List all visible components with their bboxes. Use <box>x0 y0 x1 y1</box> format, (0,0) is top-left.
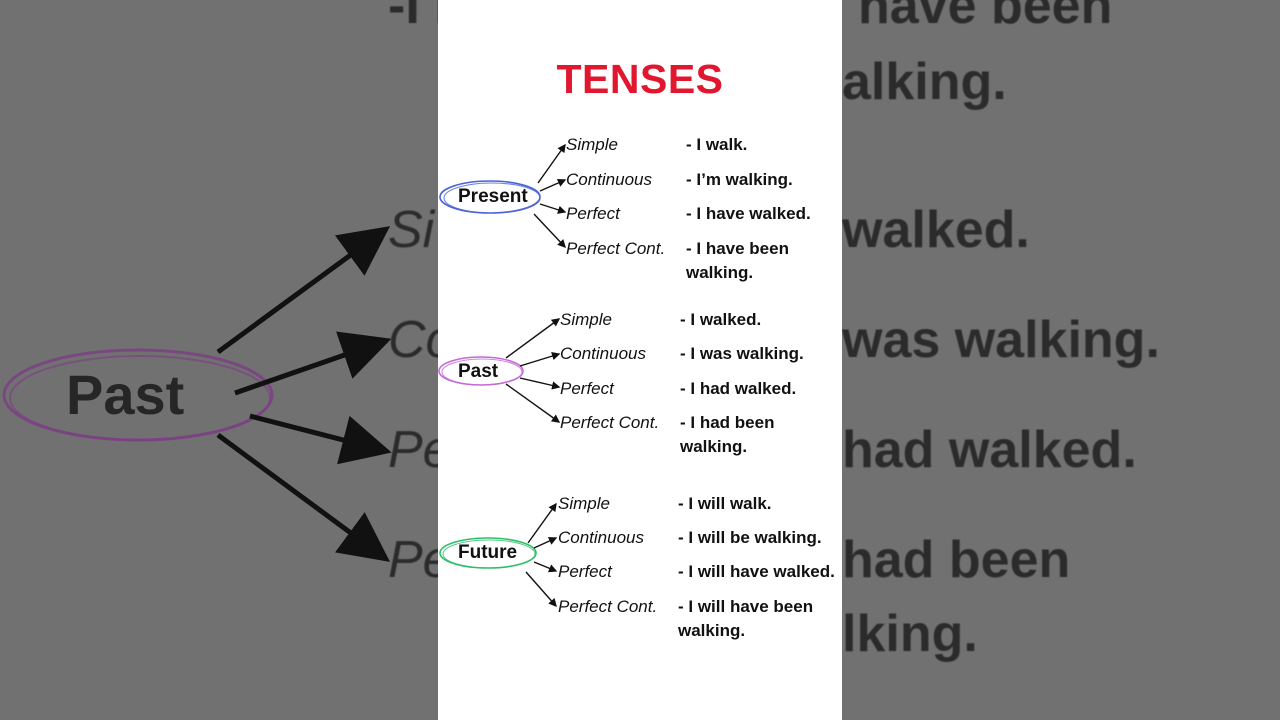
background-fragment: was walking. <box>842 311 1160 369</box>
future-example-simple: - I will walk. <box>678 494 772 513</box>
present-arrow-perfect <box>539 203 567 214</box>
future-type-perfect: Perfect <box>558 562 612 581</box>
past-arrow-perfect <box>519 377 561 390</box>
present-arrow-perfect-cont <box>533 213 566 249</box>
tense-past-label: Past <box>458 361 499 382</box>
future-example-perfect-cont: - I will have been walking. <box>678 597 814 640</box>
past-example-perfect: - I had walked. <box>680 379 797 398</box>
background-fragment: had walked. <box>842 421 1137 479</box>
past-type-simple: Simple <box>560 310 612 329</box>
background-fragment: Si <box>388 201 435 259</box>
background-fragment: lking. <box>842 605 978 663</box>
background-arrow-2 <box>234 331 392 396</box>
background-past-label: Past <box>66 363 185 426</box>
present-example-perfect: - I have walked. <box>686 204 811 223</box>
present-type-perfect-cont: Perfect Cont. <box>566 239 666 258</box>
background-fragment: alking. <box>842 53 1007 111</box>
past-arrow-simple <box>505 318 561 359</box>
future-arrow-simple <box>527 502 557 544</box>
past-ellipse-2 <box>441 358 523 386</box>
future-example-perfect: - I will have walked. <box>678 562 835 581</box>
background-fragment: walked. <box>842 201 1030 259</box>
past-arrow-perfect-cont <box>505 383 561 423</box>
past-type-continuous: Continuous <box>560 344 647 363</box>
past-type-perfect-cont: Perfect Cont. <box>560 413 660 432</box>
tense-future-label: Future <box>458 542 518 563</box>
tense-present-label: Present <box>458 186 528 207</box>
present-example-simple: - I walk. <box>686 135 748 154</box>
present-arrow-continuous <box>539 178 567 192</box>
present-ellipse-2 <box>443 182 541 214</box>
page-title: TENSES <box>556 56 724 102</box>
past-example-perfect-cont: - I had been walking. <box>680 413 775 456</box>
background-fragment: had been <box>842 531 1071 589</box>
past-example-simple: - I walked. <box>680 310 762 329</box>
background-arrow-1 <box>216 226 391 355</box>
future-type-continuous: Continuous <box>558 528 645 547</box>
tense-connectors <box>438 143 567 608</box>
present-example-continuous: - I’m walking. <box>686 170 793 189</box>
present-example-perfect-cont: - I have been walking. <box>686 239 789 282</box>
background-arrow-4 <box>216 432 391 562</box>
past-type-perfect: Perfect <box>560 379 614 398</box>
present-type-continuous: Continuous <box>566 170 653 189</box>
future-ellipse-2 <box>442 539 536 569</box>
background-past-ellipse-2 <box>9 355 271 441</box>
present-type-simple: Simple <box>566 135 618 154</box>
future-arrow-perfect <box>533 561 558 573</box>
present-type-perfect: Perfect <box>566 204 620 223</box>
background-arrow-3 <box>249 413 392 465</box>
future-type-perfect-cont: Perfect Cont. <box>558 597 658 616</box>
tenses-panel: TENSES Present Simple - I walk. Continuo… <box>438 0 842 720</box>
future-arrow-continuous <box>533 537 558 549</box>
future-example-continuous: - I will be walking. <box>678 528 822 547</box>
past-arrow-continuous <box>519 352 561 367</box>
future-arrow-perfect-cont <box>525 571 557 608</box>
present-arrow-simple <box>537 143 566 184</box>
future-type-simple: Simple <box>558 494 610 513</box>
background-fragment: have been <box>858 0 1113 35</box>
past-example-continuous: - I was walking. <box>680 344 804 363</box>
